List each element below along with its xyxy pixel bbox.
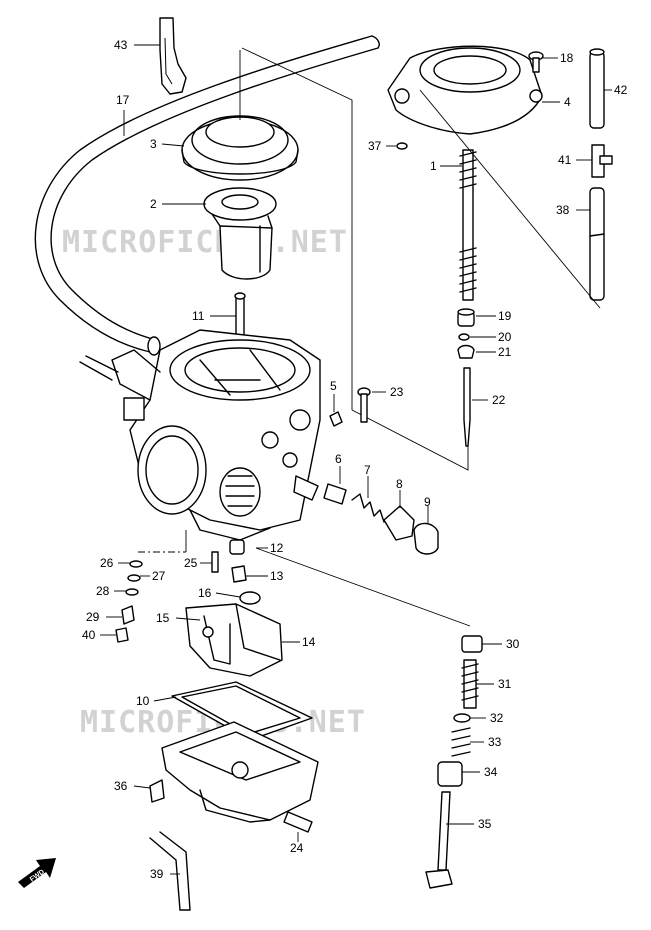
callout-33: 33 [488, 735, 502, 749]
part-o-ring-16 [239, 591, 261, 605]
callout-43: 43 [114, 38, 128, 52]
fwd-label: FWD [29, 869, 46, 884]
part-washer-28 [125, 588, 139, 596]
part-clip-21 [457, 344, 475, 359]
part-jet-needle [463, 367, 471, 447]
callout-31: 31 [498, 677, 512, 691]
part-o-ring [396, 142, 408, 150]
callout-29: 29 [86, 610, 100, 624]
callout-3: 3 [150, 137, 157, 151]
part-screw-29 [121, 605, 135, 625]
callout-1: 1 [430, 159, 437, 173]
callout-labels: 43 17 3 2 11 18 42 4 37 1 41 38 19 20 21… [82, 38, 628, 881]
callout-32: 32 [490, 711, 504, 725]
part-spring-7 [351, 493, 385, 523]
callout-34: 34 [484, 765, 498, 779]
callout-25: 25 [184, 556, 198, 570]
callout-16: 16 [198, 586, 212, 600]
part-piston [203, 187, 277, 280]
part-joint [591, 144, 613, 178]
part-jet-13 [231, 565, 247, 583]
part-plunger [323, 483, 347, 505]
callout-20: 20 [498, 330, 512, 344]
callout-18: 18 [560, 51, 574, 65]
part-screw-36 [149, 779, 165, 803]
callout-30: 30 [506, 637, 520, 651]
part-float [185, 603, 283, 677]
callout-35: 35 [478, 817, 492, 831]
callout-42: 42 [614, 83, 628, 97]
callout-17: 17 [116, 93, 130, 107]
part-jet-25 [211, 551, 219, 573]
callout-23: 23 [390, 385, 404, 399]
callout-2: 2 [150, 197, 157, 211]
callout-40: 40 [82, 628, 96, 642]
callout-39: 39 [150, 867, 164, 881]
callout-28: 28 [96, 584, 110, 598]
callout-6: 6 [335, 452, 342, 466]
fwd-arrow-icon: FWD [18, 858, 56, 888]
part-washer-20 [458, 333, 470, 341]
callout-21: 21 [498, 345, 512, 359]
part-tube-38 [589, 187, 605, 301]
part-plug-40 [115, 627, 129, 643]
part-screw-5 [329, 411, 343, 427]
part-o-ring-27 [127, 574, 141, 582]
callout-36: 36 [114, 779, 128, 793]
part-spring-33 [451, 727, 471, 757]
part-top-cover [387, 45, 543, 135]
part-jet-12 [229, 539, 245, 555]
watermark-top: MICROFICHES.NET [62, 225, 348, 260]
callout-8: 8 [396, 477, 403, 491]
part-drain-hose [149, 831, 191, 911]
callout-27: 27 [152, 569, 166, 583]
part-screw-24 [283, 811, 313, 833]
callout-22: 22 [492, 393, 506, 407]
part-screw-31 [461, 659, 479, 709]
callout-26: 26 [100, 556, 114, 570]
callout-19: 19 [498, 309, 512, 323]
part-nut-8 [383, 505, 415, 541]
part-jet-needle-spring [459, 149, 477, 301]
part-screw [528, 51, 544, 73]
callout-37: 37 [368, 139, 382, 153]
callout-4: 4 [564, 95, 571, 109]
part-float-bowl [161, 721, 319, 823]
callout-7: 7 [364, 463, 371, 477]
part-vent-hose [34, 35, 380, 356]
part-o-ring-32 [453, 713, 471, 723]
callout-12: 12 [270, 541, 284, 555]
part-nut-30 [461, 635, 483, 653]
part-needle-holder [457, 308, 475, 327]
part-fitting-23 [357, 387, 371, 423]
callout-24: 24 [290, 841, 304, 855]
callout-15: 15 [156, 611, 170, 625]
part-clip [159, 17, 187, 95]
callout-11: 11 [192, 309, 205, 323]
callout-9: 9 [424, 495, 431, 509]
part-adjust-screw-35 [425, 791, 453, 889]
callout-41: 41 [558, 153, 572, 167]
callout-38: 38 [556, 203, 570, 217]
part-collar-34 [437, 761, 463, 787]
callout-14: 14 [302, 635, 316, 649]
callout-13: 13 [270, 569, 284, 583]
part-diaphragm [181, 115, 299, 181]
part-carburetor-body [79, 329, 321, 541]
part-tube-42 [589, 48, 605, 129]
part-cap-9 [413, 522, 439, 555]
part-washer-26 [129, 560, 143, 568]
callout-5: 5 [330, 379, 337, 393]
callout-10: 10 [136, 694, 150, 708]
